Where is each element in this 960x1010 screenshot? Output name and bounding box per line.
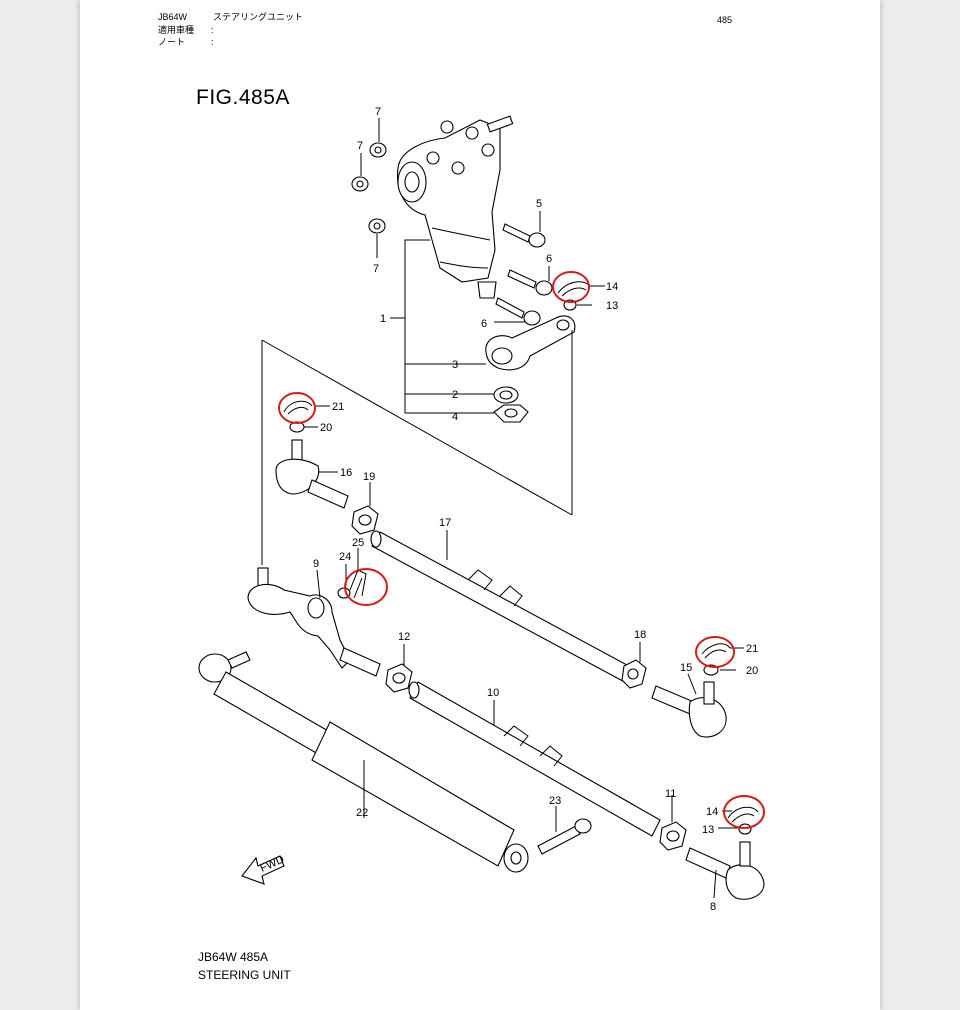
highlight-circle-25 [344,568,388,606]
steering-damper-22 [198,651,529,873]
pitman-arm-3 [485,315,576,371]
part-label: 16 [340,467,352,479]
part-label: 7 [357,140,363,152]
footer-code: JB64W 485A [198,950,269,964]
part-label: 1 [380,313,386,325]
note-colon: : [211,37,214,47]
tie-rod-end-16 [275,439,349,509]
applicable-model-colon: : [211,25,214,35]
highlight-circles [278,271,765,829]
nut-11 [659,821,687,851]
page-number: 485 [717,15,733,25]
part-label: 20 [746,665,758,677]
highlight-circle-right-21 [695,636,735,668]
assembly-1-bracket [390,239,494,414]
bolt-23 [537,818,592,855]
forward-arrow-icon: FWD [241,854,286,885]
part-label: 18 [634,629,646,641]
nut-4 [493,404,529,423]
washer-7-bottom [368,218,386,234]
part-label: 14 [706,806,718,818]
cotter-pin-21-left [283,400,313,415]
part-label: 20 [320,422,332,434]
lock-washer-2 [493,386,519,404]
washer-7-top [369,142,387,158]
highlight-circle-bottom-14 [723,795,765,829]
adjusting-tube-17 [370,530,641,687]
applicable-model-label: 適用車種 [158,25,195,35]
washer-7-middle [351,176,369,192]
part-label: 6 [546,253,552,265]
part-label: 14 [606,281,618,293]
part-label: 19 [363,471,375,483]
nut-18 [621,659,647,689]
part-label: 7 [375,106,381,118]
part-label: 22 [356,807,368,819]
relay-bracket-outline [261,330,573,565]
part-label: 21 [746,643,758,655]
footer-title: STEERING UNIT [198,968,291,982]
part-number-labels: 7 7 7 5 6 6 14 13 1 3 2 4 21 20 16 19 17… [313,106,758,913]
figure-title: FIG.485A [196,86,290,109]
part-label: 9 [313,558,319,570]
part-label: 15 [680,662,692,674]
part-label: 17 [439,517,451,529]
nut-19 [351,505,379,535]
tie-rod-end-8 [685,841,765,900]
part-label: 13 [606,300,618,312]
cotter-pin-25 [349,569,367,599]
cotter-pin-14-top [557,281,591,297]
highlight-circle-left-21 [278,392,316,424]
section-name: ステアリングユニット [213,12,304,22]
part-label: 23 [549,795,561,807]
part-label: 7 [373,263,379,275]
relay-rod-end-9 [247,567,381,677]
part-label: 4 [452,411,458,423]
bolt-5 [502,223,546,248]
castle-nut-13-bottom [738,823,752,835]
part-label: 13 [702,824,714,836]
part-label: 25 [352,537,364,549]
part-label: 11 [665,788,676,800]
part-label: 8 [710,901,716,913]
nut-12 [385,663,413,693]
model-code: JB64W [158,12,188,22]
bolt-6-upper [507,269,553,296]
part-label: 2 [452,389,458,401]
tie-rod-end-15 [651,681,727,738]
part-label: 10 [487,687,499,699]
part-label: 6 [481,318,487,330]
part-label: 5 [536,198,542,210]
part-label: 24 [339,551,351,563]
steering-gear-box [396,115,514,299]
adjusting-tube-10 [408,681,661,837]
cotter-pin-14-bottom [727,806,759,823]
part-label: 3 [452,359,458,371]
cotter-pin-21-right [701,643,731,659]
part-label: 12 [398,631,410,643]
part-label: 21 [332,401,344,413]
highlight-circle-top-14 [552,271,590,303]
note-label: ノート [158,37,186,47]
bolt-6-lower [495,297,541,326]
leader-lines [304,118,744,899]
